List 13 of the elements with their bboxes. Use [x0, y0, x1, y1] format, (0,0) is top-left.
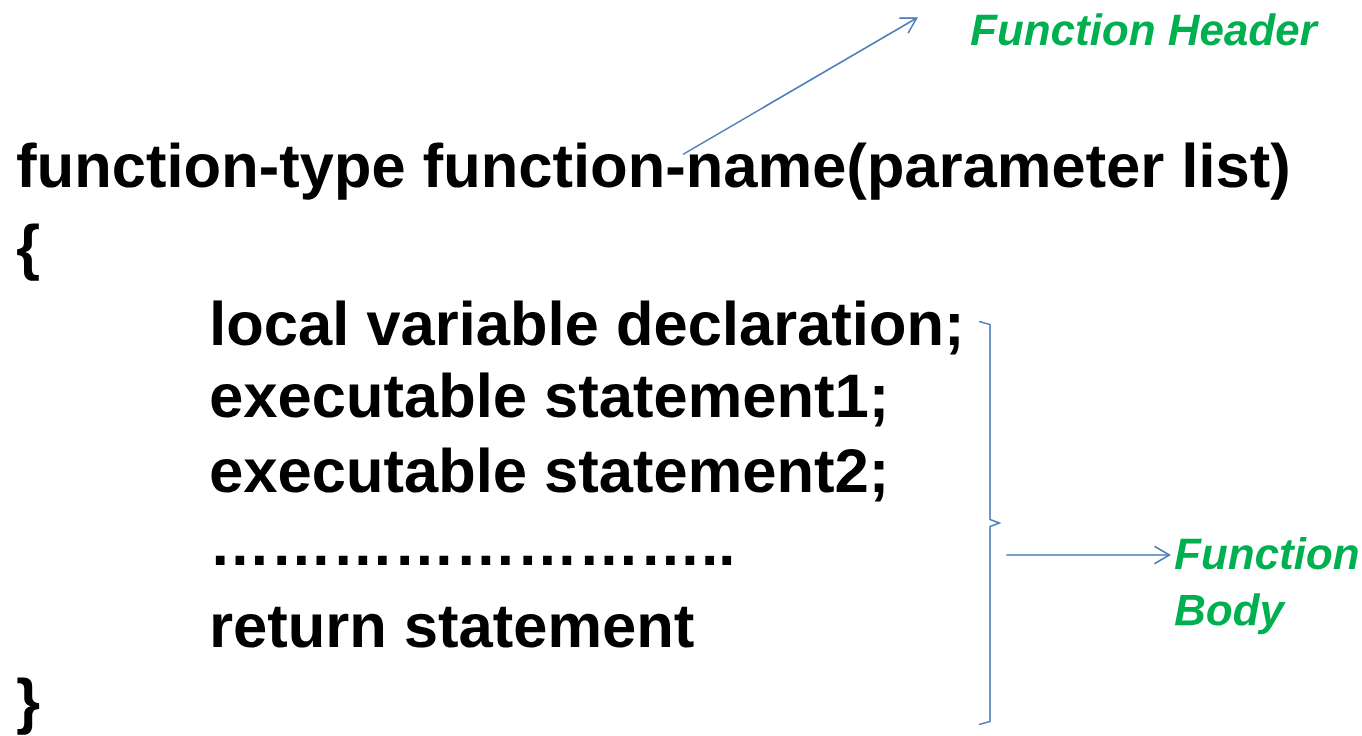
code-line: executable statement1; [211, 372, 884, 427]
code-line: return statement [213, 606, 694, 648]
callout-label: Function Header [970, 13, 1319, 46]
code-line: local variable declaration; [213, 300, 959, 355]
arrow [682, 17, 918, 156]
arrow [1005, 545, 1171, 565]
curly-bracket [979, 321, 1001, 725]
callout-label: Function Body [1174, 537, 1358, 635]
code-line: function-type function-name(parameter list) [17, 142, 1288, 200]
code-line: } [17, 677, 40, 735]
code-line: executable statement2; [211, 447, 884, 502]
code-line: …………………….. [215, 555, 732, 565]
code-line: { [17, 223, 39, 281]
